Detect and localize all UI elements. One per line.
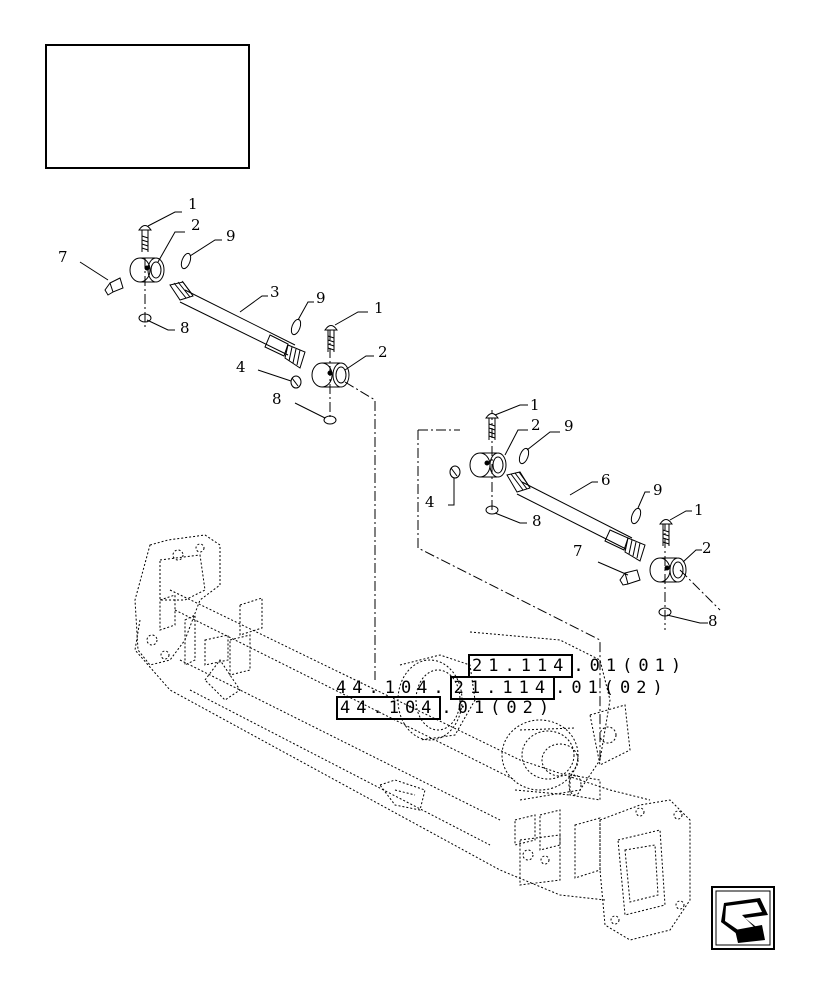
shaft-assembly-lower xyxy=(449,413,687,617)
reference-code-suffix: .01(02) xyxy=(555,678,669,698)
callout-labels: 1 2 9 7 3 8 9 1 2 4 8 1 2 9 4 6 8 9 1 7 … xyxy=(58,195,718,630)
reference-code-boxed[interactable]: 21.114 xyxy=(449,676,556,700)
yoke-coupling-icon xyxy=(469,452,507,478)
callout-number: 2 xyxy=(531,416,541,434)
previous-page-arrow-icon[interactable] xyxy=(711,886,775,950)
drive-shaft-icon xyxy=(169,280,306,369)
axle-housing-drawing xyxy=(134,534,691,941)
bolt-icon xyxy=(659,519,673,546)
yoke-coupling-icon xyxy=(649,557,687,583)
callout-number: 9 xyxy=(564,417,574,435)
washer-icon xyxy=(658,607,672,617)
callout-number: 1 xyxy=(694,501,704,519)
callout-number: 6 xyxy=(601,471,611,489)
reference-link-3[interactable]: 44.104.01(02) xyxy=(336,696,556,720)
o-ring-icon xyxy=(630,507,642,525)
reference-code-suffix: .01(02) xyxy=(441,698,556,718)
callout-number: 8 xyxy=(708,612,718,630)
callout-number: 8 xyxy=(272,390,282,408)
yoke-coupling-icon xyxy=(129,257,165,283)
plug-icon xyxy=(449,465,461,479)
callout-number: 2 xyxy=(702,539,712,557)
callout-number: 7 xyxy=(58,248,68,266)
o-ring-icon xyxy=(290,318,302,336)
callout-number: 8 xyxy=(532,512,542,530)
reference-code-boxed[interactable]: 44.104 xyxy=(336,696,442,720)
reference-link-2[interactable]: 44.104.21.114.01(02) xyxy=(336,676,669,700)
grease-nipple-icon xyxy=(104,277,124,296)
callout-number: 4 xyxy=(425,493,435,511)
callout-number: 9 xyxy=(226,227,236,245)
reference-code-prefix: 44.104 xyxy=(336,678,434,698)
drive-shaft-icon xyxy=(506,471,646,562)
grease-nipple-icon xyxy=(619,569,641,586)
o-ring-icon xyxy=(180,252,192,270)
callout-number: 4 xyxy=(236,358,246,376)
shaft-assembly-upper xyxy=(104,225,350,425)
callout-number: 8 xyxy=(180,319,190,337)
callout-number: 3 xyxy=(270,283,280,301)
title-block-frame xyxy=(45,44,250,169)
o-ring-icon xyxy=(518,447,530,465)
reference-code-boxed[interactable]: 21.114 xyxy=(468,654,574,678)
callout-number: 9 xyxy=(653,481,663,499)
yoke-coupling-icon xyxy=(311,362,350,388)
washer-icon xyxy=(485,505,499,515)
callout-number: 9 xyxy=(316,289,326,307)
callout-leaders xyxy=(79,211,708,624)
washer-icon xyxy=(323,415,337,425)
reference-code-suffix: .01(01) xyxy=(573,656,688,676)
washer-icon xyxy=(138,313,152,323)
callout-number: 2 xyxy=(378,343,388,361)
callout-number: 1 xyxy=(374,299,384,317)
reference-link-1[interactable]: 21.114.01(01) xyxy=(468,654,688,678)
bolt-icon xyxy=(485,413,499,440)
bolt-icon xyxy=(138,225,152,252)
bolt-icon xyxy=(324,325,338,352)
callout-number: 1 xyxy=(188,195,198,213)
reference-dot: . xyxy=(433,678,450,698)
plug-icon xyxy=(290,375,302,389)
callout-number: 1 xyxy=(530,396,540,414)
callout-number: 2 xyxy=(191,216,201,234)
callout-number: 7 xyxy=(573,542,583,560)
